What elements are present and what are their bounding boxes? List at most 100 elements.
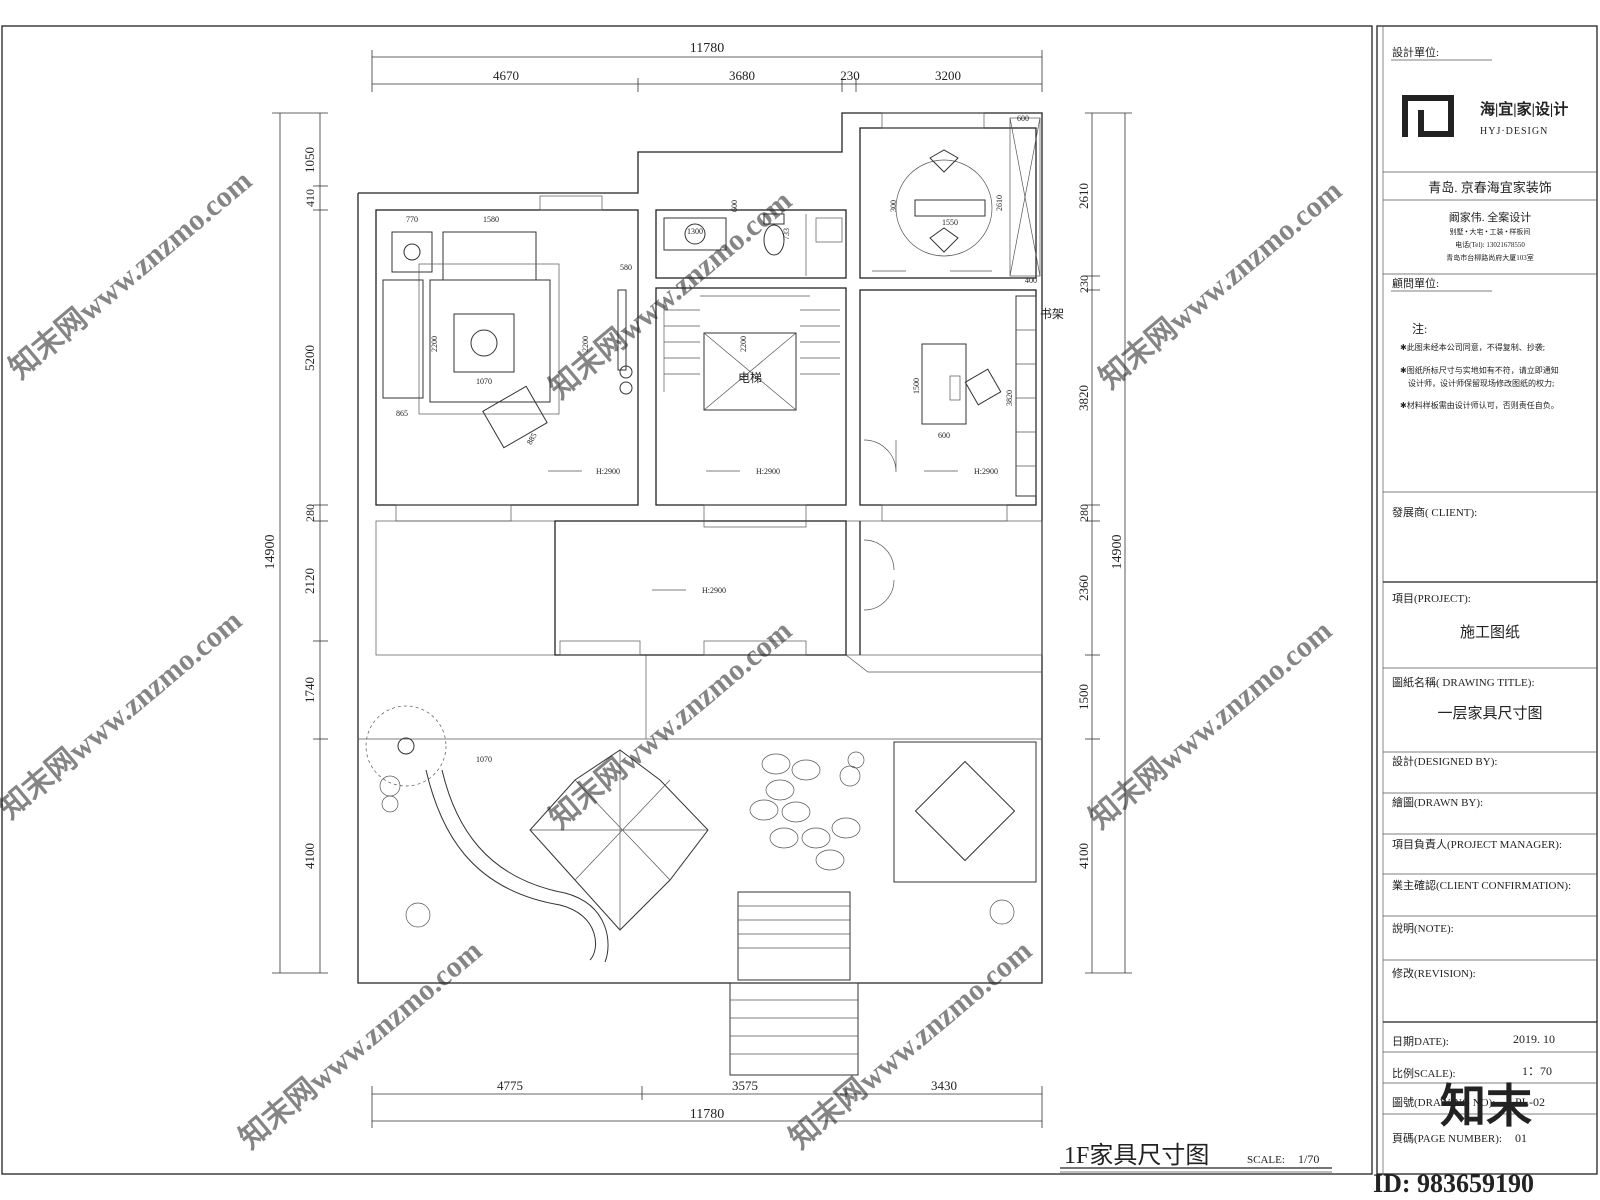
dim-600-b: 600 bbox=[1017, 114, 1029, 123]
address: 青岛市台柳路尚府大厦103室 bbox=[1446, 253, 1534, 262]
garden-path bbox=[425, 769, 596, 961]
dim-2200-b: 2200 bbox=[581, 336, 590, 352]
watermark-text-7: 知末网www.znzmo.com bbox=[233, 934, 488, 1155]
left-dim-1: 1050 bbox=[302, 147, 317, 173]
pm-label: 項目負責人(PROJECT MANAGER): bbox=[1392, 837, 1562, 851]
note-1: ✱此图未经本公司同意，不得复制、抄袭; bbox=[1400, 342, 1545, 352]
stairs bbox=[663, 295, 840, 411]
dim-1300: 1300 bbox=[687, 227, 703, 236]
company-name: 青岛. 京春海宜家装饰 bbox=[1428, 180, 1552, 195]
dining-area bbox=[893, 741, 1037, 883]
dim-300: 300 bbox=[889, 200, 898, 212]
project-value: 施工图纸 bbox=[1460, 624, 1520, 641]
height-living: H:2900 bbox=[596, 467, 620, 476]
logo-en: HYJ·DESIGN bbox=[1480, 126, 1548, 137]
left-dim-4: 280 bbox=[303, 504, 317, 522]
height-middle: H:2900 bbox=[702, 586, 726, 595]
rug bbox=[429, 279, 551, 403]
entry-deck bbox=[737, 891, 851, 981]
dim-3820: 3820 bbox=[1005, 390, 1014, 406]
drawing-no-value: PL-02 bbox=[1515, 1095, 1545, 1109]
furniture-dims: 770 1580 580 2200 2200 2200 1070 865 885… bbox=[396, 114, 1037, 764]
desk-chair bbox=[964, 368, 1002, 406]
page-label: 頁碼(PAGE NUMBER): bbox=[1392, 1132, 1502, 1145]
watermark-text-8: 知末网www.znzmo.com bbox=[783, 934, 1038, 1155]
phone: 电话(Tel): 13021678550 bbox=[1455, 240, 1525, 249]
study-furniture bbox=[863, 295, 1037, 611]
dim-1500: 1500 bbox=[912, 378, 921, 394]
stair-hall bbox=[655, 287, 847, 506]
title-block-frame bbox=[1376, 25, 1598, 1175]
right-dim-7: 4100 bbox=[1076, 843, 1091, 869]
drawing-title-text: 1F家具尺寸图 bbox=[1064, 1142, 1209, 1169]
dim-2200-c: 2200 bbox=[739, 336, 748, 352]
left-dim-2: 410 bbox=[303, 189, 317, 207]
consultant-label: 顧問單位: bbox=[1392, 276, 1439, 290]
dim-1550: 1550 bbox=[942, 218, 958, 227]
dim-2610: 2610 bbox=[995, 195, 1004, 211]
dim-400: 400 bbox=[1025, 276, 1037, 285]
bottom-dim-1: 4775 bbox=[497, 1078, 523, 1093]
garden-tree bbox=[365, 705, 447, 787]
right-dim-3: 3820 bbox=[1076, 385, 1091, 411]
height-study: H:2900 bbox=[974, 467, 998, 476]
sofa-left bbox=[382, 279, 424, 399]
dim-733: 733 bbox=[782, 228, 791, 240]
top-dimensions: 11780 4670 3680 230 3200 bbox=[371, 41, 1043, 92]
bottom-dimensions: 4775 3575 3430 11780 bbox=[371, 1078, 1043, 1128]
dim-885: 885 bbox=[525, 431, 539, 446]
scale-value: 1：70 bbox=[1522, 1064, 1552, 1078]
left-dim-5: 2120 bbox=[302, 568, 317, 594]
dim-1580: 1580 bbox=[483, 215, 499, 224]
watermark-text-4: 知末网www.znzmo.com bbox=[0, 604, 248, 825]
right-dim-5: 2360 bbox=[1076, 575, 1091, 601]
sofa-top bbox=[442, 231, 537, 281]
design-unit-label: 設計單位: bbox=[1392, 45, 1439, 59]
note-4: ✱材料样板需由设计师认可，否则责任自负。 bbox=[1400, 400, 1559, 410]
note-label: 說明(NOTE): bbox=[1392, 921, 1454, 935]
right-total-dim: 14900 bbox=[1110, 535, 1125, 570]
bathroom-fixtures bbox=[663, 213, 843, 256]
top-right-room-furniture bbox=[872, 149, 993, 272]
designed-by-label: 設計(DESIGNED BY): bbox=[1392, 754, 1497, 768]
top-dim-2: 3680 bbox=[729, 68, 755, 83]
services: 别墅 • 大宅 • 工装 • 样板间 bbox=[1450, 227, 1531, 236]
drawing-no-label: 圖號(DRAWING NO): bbox=[1392, 1096, 1495, 1109]
toilet bbox=[763, 224, 785, 256]
project-label: 項目(PROJECT): bbox=[1392, 592, 1471, 605]
garden bbox=[365, 705, 1037, 1076]
date-value: 2019. 10 bbox=[1513, 1032, 1555, 1046]
drawing-title-label: 圖紙名稱( DRAWING TITLE): bbox=[1392, 675, 1535, 689]
bottom-total-dim: 11780 bbox=[690, 1107, 724, 1122]
notes-title: 注: bbox=[1412, 321, 1427, 336]
dim-770: 770 bbox=[406, 215, 418, 224]
designer-name: 阚家伟. 全案设计 bbox=[1449, 210, 1532, 224]
left-dim-7: 4100 bbox=[302, 843, 317, 869]
right-dimensions: 2610 230 3820 280 2360 1500 4100 14900 bbox=[1076, 112, 1132, 974]
watermark-text-3: 知末网www.znzmo.com bbox=[1093, 174, 1348, 395]
revision-label: 修改(REVISION): bbox=[1392, 966, 1476, 980]
living-room-furniture bbox=[382, 231, 633, 449]
entry-steps bbox=[729, 982, 859, 1076]
right-dim-6: 1500 bbox=[1076, 684, 1091, 710]
top-total-dim: 11780 bbox=[690, 41, 724, 56]
note-3: 设计师，设计师保留现场修改图纸的权力; bbox=[1408, 378, 1554, 388]
drawing-title-value: 一层家具尺寸图 bbox=[1437, 705, 1542, 722]
watermark-logo: 知末 bbox=[1440, 1081, 1532, 1132]
right-dim-1: 2610 bbox=[1076, 183, 1091, 209]
watermarks: 知末网www.znzmo.com 知末网www.znzmo.com 知末网www… bbox=[0, 164, 1534, 1198]
drawing-scale-value: 1/70 bbox=[1298, 1152, 1319, 1166]
right-dim-2: 230 bbox=[1077, 275, 1091, 293]
logo-cn: 海|宜|家|设|计 bbox=[1480, 100, 1568, 118]
bookshelf bbox=[1015, 295, 1037, 497]
left-total-dim: 14900 bbox=[263, 535, 278, 570]
dim-865: 865 bbox=[396, 409, 408, 418]
elevator-shaft bbox=[703, 332, 797, 411]
client-label: 發展商( CLIENT): bbox=[1392, 505, 1477, 519]
drawing-title: 1F家具尺寸图 SCALE: 1/70 bbox=[1060, 1142, 1332, 1173]
dining-table bbox=[914, 760, 1016, 862]
scale-label: 比例SCALE): bbox=[1392, 1066, 1456, 1080]
bottom-dim-3: 3430 bbox=[931, 1078, 957, 1093]
bathroom bbox=[655, 209, 847, 279]
dim-1070-a: 1070 bbox=[476, 377, 492, 386]
